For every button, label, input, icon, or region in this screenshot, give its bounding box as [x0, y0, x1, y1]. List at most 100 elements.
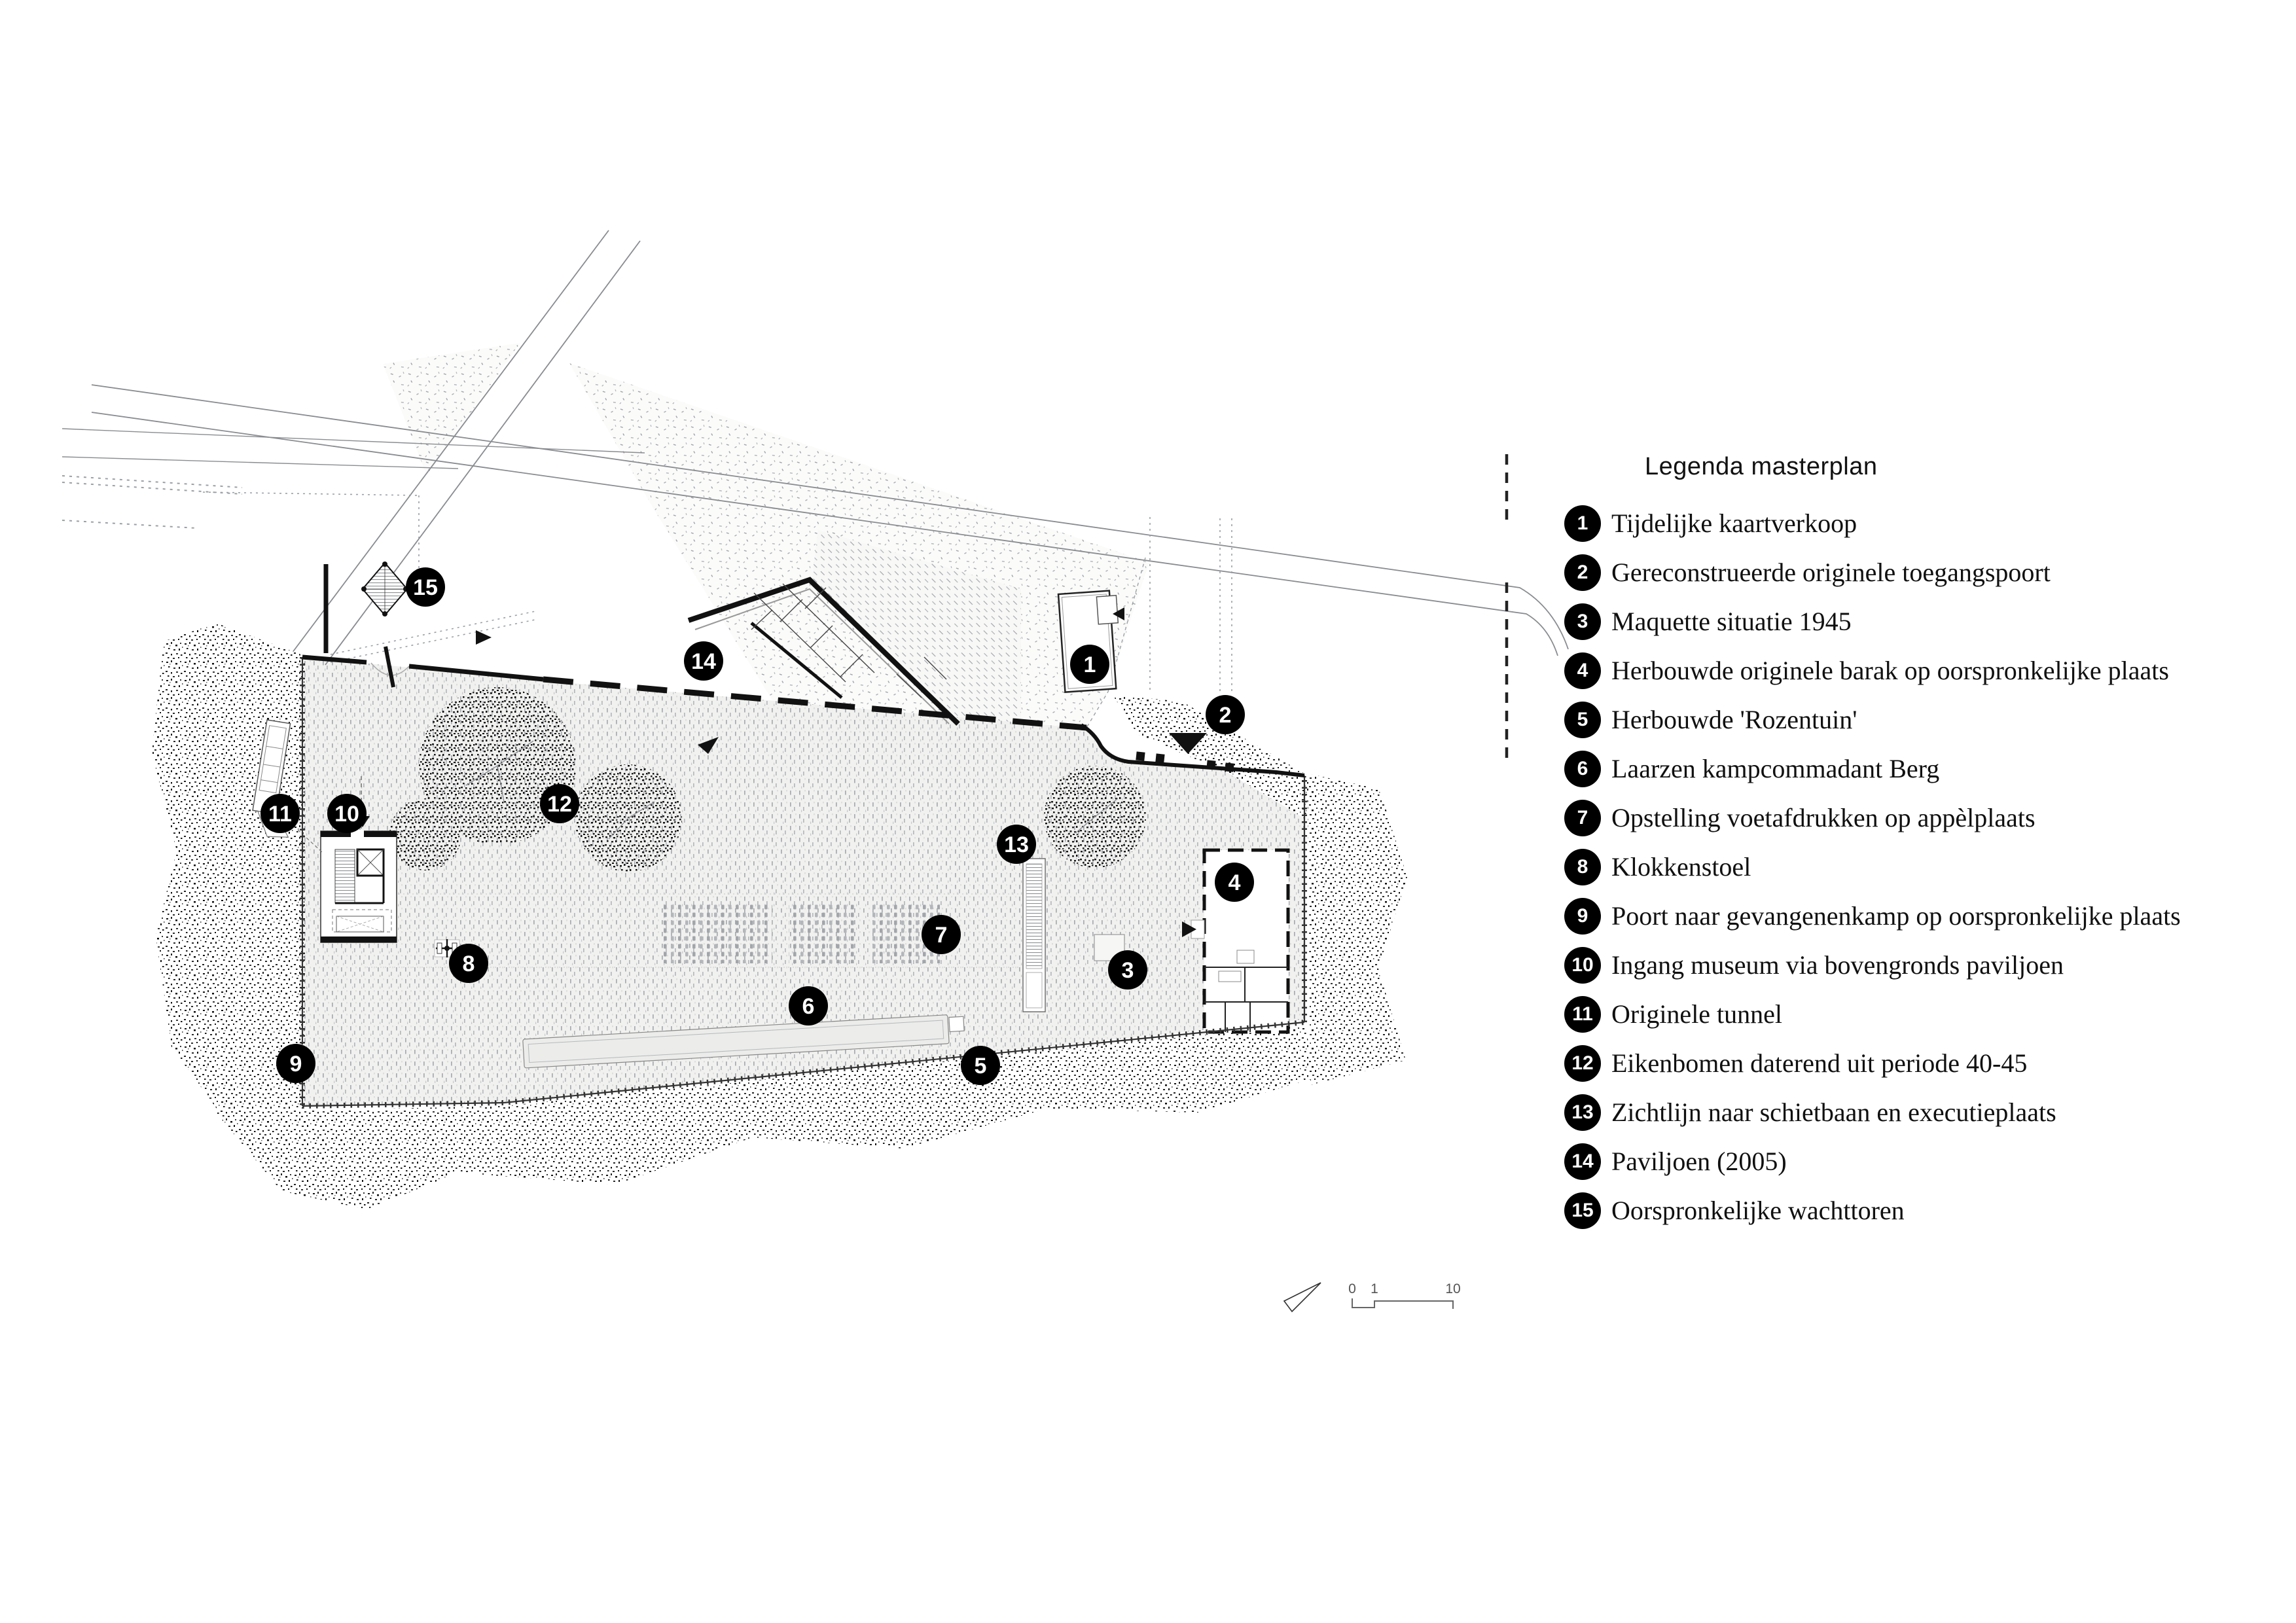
plan-marker-7: 7: [922, 915, 961, 954]
legend-item-number: 10: [1564, 946, 1601, 984]
plan-marker-3: 3: [1108, 950, 1147, 990]
legend-item: 10 Ingang museum via bovengronds paviljoe…: [1564, 940, 2291, 990]
legend-item-label: Tijdelijke kaartverkoop: [1611, 508, 1857, 538]
scale-bar: 0 1 10: [1348, 1281, 1461, 1309]
legend-item-number: 6: [1564, 750, 1601, 787]
plan-marker-1: 1: [1070, 645, 1109, 684]
svg-text:1: 1: [1084, 652, 1096, 677]
legend-item-label: Ingang museum via bovengronds paviljoen: [1611, 950, 2064, 980]
legend-item-number: 5: [1564, 701, 1601, 738]
plan-markers: 1 2 3 4 5 6 7 8 9 10 11 12 13 14 15: [260, 567, 1254, 1085]
main-road-edge: [91, 384, 1569, 650]
plan-marker-6: 6: [789, 986, 828, 1026]
svg-text:2: 2: [1219, 703, 1232, 728]
legend-item: 5 Herbouwde 'Rozentuin': [1564, 695, 2291, 744]
side-road-edge: [62, 456, 459, 469]
legend-item-label: Oorspronkelijke wachttoren: [1611, 1196, 1905, 1225]
legend-item-label: Klokkenstoel: [1611, 852, 1751, 882]
svg-text:7: 7: [935, 923, 948, 948]
diagonal-road-edge: [289, 230, 609, 656]
northeast-tree-border: [1113, 695, 1309, 819]
plan-marker-9: 9: [276, 1044, 315, 1083]
plan-marker-8: 8: [449, 944, 488, 983]
main-road-edge: [91, 412, 1558, 656]
museum-pavilion-building: [320, 830, 397, 943]
camp-boundary: [300, 564, 1307, 1109]
legend-item-label: Herbouwde 'Rozentuin': [1611, 705, 1857, 734]
legend-item-label: Maquette situatie 1945: [1611, 607, 1852, 636]
plan-marker-12: 12: [540, 784, 579, 823]
plan-marker-2: 2: [1206, 695, 1245, 734]
legend-item-label: Originele tunnel: [1611, 999, 1783, 1029]
legend-item: 3 Maquette situatie 1945: [1564, 597, 2291, 646]
legend-item: 13 Zichtlijn naar schietbaan en executiep…: [1564, 1088, 2291, 1137]
shrub-borders: [152, 623, 1407, 1209]
legend-item-number: 7: [1564, 799, 1601, 836]
side-road-edge: [62, 428, 645, 454]
legend-item: 8 Klokkenstoel: [1564, 842, 2291, 891]
svg-text:15: 15: [413, 575, 438, 600]
svg-text:6: 6: [802, 994, 815, 1019]
legend-item: 12 Eikenbomen daterend uit periode 40-45: [1564, 1039, 2291, 1088]
legend-item-number: 12: [1564, 1044, 1601, 1082]
north-arrow-icon: [1283, 1282, 1321, 1313]
legend-item-number: 3: [1564, 603, 1601, 640]
legend-item: 6 Laarzen kampcommadant Berg: [1564, 744, 2291, 793]
legend-item-number: 8: [1564, 848, 1601, 885]
legend: 1 Tijdelijke kaartverkoop 2 Gereconstrueer…: [1564, 499, 2291, 1235]
plan-marker-13: 13: [997, 825, 1036, 864]
arrow-icon: [1182, 921, 1196, 937]
legend-item-number: 11: [1564, 995, 1601, 1033]
svg-text:12: 12: [547, 792, 572, 817]
heath-hatch-area: [812, 530, 1021, 751]
svg-text:4: 4: [1229, 870, 1241, 895]
arrow-icon: [1113, 607, 1124, 620]
svg-text:14: 14: [691, 649, 716, 674]
legend-item-number: 14: [1564, 1143, 1601, 1180]
svg-text:8: 8: [463, 952, 475, 976]
appelplaats-guides: [367, 893, 1021, 968]
svg-text:13: 13: [1004, 832, 1029, 857]
scale-label-1: 1: [1371, 1281, 1378, 1296]
arrow-icon: [1169, 733, 1207, 754]
legend-item-label: Zichtlijn naar schietbaan en executiepla…: [1611, 1097, 2056, 1127]
svg-text:10: 10: [334, 802, 359, 827]
legend-item-number: 4: [1564, 652, 1601, 689]
scale-label-10: 10: [1445, 1281, 1460, 1296]
legend-item: 11 Originele tunnel: [1564, 990, 2291, 1039]
legend-item-label: Opstelling voetafdrukken op appèlplaats: [1611, 803, 2036, 832]
legend-item-number: 15: [1564, 1192, 1601, 1229]
svg-text:5: 5: [975, 1054, 987, 1079]
legend-item: 7 Opstelling voetafdrukken op appèlplaats: [1564, 793, 2291, 842]
watchtower-symbol: [361, 562, 408, 616]
legend-item: 14 Paviljoen (2005): [1564, 1137, 2291, 1186]
legend-item: 15 Oorspronkelijke wachttoren: [1564, 1186, 2291, 1235]
legend-item-label: Paviljoen (2005): [1611, 1147, 1787, 1176]
svg-text:9: 9: [290, 1052, 302, 1077]
south-tree-border: [216, 1025, 1317, 1209]
plan-marker-10: 10: [327, 794, 367, 833]
legend-item-number: 2: [1564, 554, 1601, 591]
plan-marker-14: 14: [684, 641, 723, 681]
legend-title: Legenda masterplan: [1645, 453, 1878, 480]
plan-marker-5: 5: [961, 1046, 1000, 1085]
legend-item-label: Eikenbomen daterend uit periode 40-45: [1611, 1048, 2028, 1078]
legend-item-number: 1: [1564, 505, 1601, 542]
svg-text:11: 11: [268, 802, 292, 827]
legend-item-label: Poort naar gevangenenkamp op oorspronkel…: [1611, 901, 2181, 931]
arrow-icon: [698, 737, 719, 754]
legend-item-label: Gereconstrueerde originele toegangspoort: [1611, 558, 2051, 587]
pavilion-2005-building: [687, 577, 960, 726]
footprint-rows: [662, 904, 940, 963]
legend-item-label: Laarzen kampcommadant Berg: [1611, 754, 1940, 783]
legend-item: 2 Gereconstrueerde originele toegangspoor…: [1564, 548, 2291, 597]
rozentuin: [522, 1014, 965, 1069]
legend-item-number: 13: [1564, 1094, 1601, 1131]
direction-arrows: [355, 607, 1207, 937]
sightline-structure: [1022, 858, 1046, 1012]
plan-marker-4: 4: [1215, 863, 1254, 902]
